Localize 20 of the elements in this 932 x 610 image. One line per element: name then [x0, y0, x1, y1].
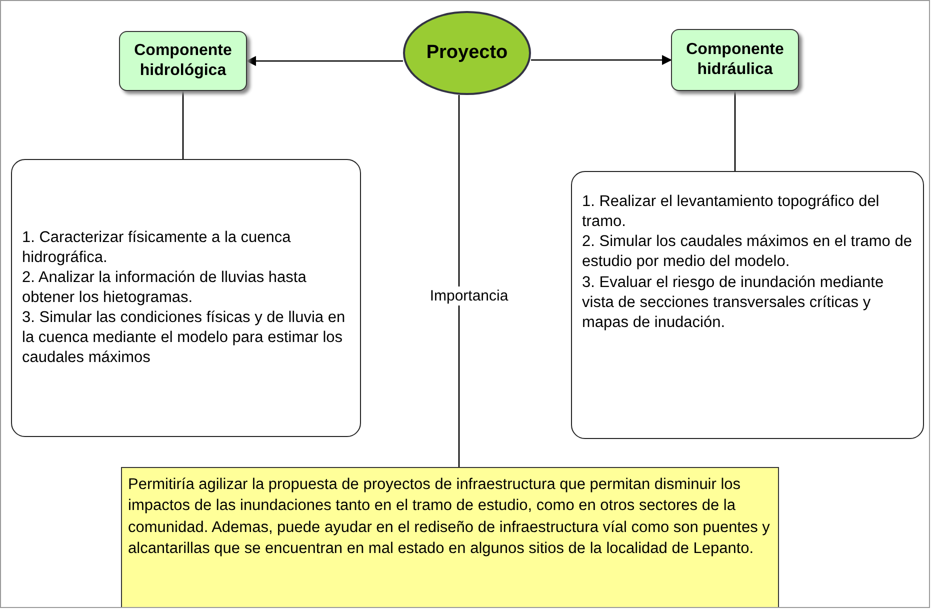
node-text: 1. Caracterizar físicamente a la cuenca hidrográfica. [22, 228, 292, 268]
task-list-box [11, 159, 361, 437]
connector-line [182, 91, 184, 159]
node-text: Proyecto [426, 42, 508, 64]
node-text: 1. Realizar el levantamiento topográfico del tramo. [582, 192, 880, 232]
component-box [119, 31, 247, 91]
connector-line [458, 95, 460, 467]
node-text: Componente hidrológica [133, 41, 233, 81]
node-text: 3. Simular las condiciones físicas y de lluvia en la cuenca mediante el modelo para estimar los caudales máximos [22, 308, 346, 368]
node-text: 2. Analizar la información de lluvias hasta obtener los hietogramas. [22, 268, 308, 308]
node-text: 2. Simular los caudales máximos en el tramo de estudio por medio del modelo. [582, 232, 913, 272]
node-text: Componente hidráulica [685, 40, 785, 80]
importance-note [121, 467, 779, 607]
connector-line [734, 91, 736, 171]
component-box [671, 29, 799, 91]
task-list-box [571, 171, 924, 439]
arrow [531, 55, 672, 65]
node-text: 3. Evaluar el riesgo de inundación mediante vista de secciones transversales críticas y mapas de inudación. [582, 272, 885, 333]
node-text: Permitiría agilizar la propuesta de proyectos de infraestructura que permitan disminuir los impactos de las inundaciones tanto en el tramo de estudio, como en otros sectores de la comunidad. Ademas, puede ayudar en el rediseño de infraestructura víal como son puentes y alcantarillas que se encuentran en mal estado en algunos sitios de la localidad de Lepanto. [128, 475, 771, 560]
arrow [246, 56, 403, 66]
